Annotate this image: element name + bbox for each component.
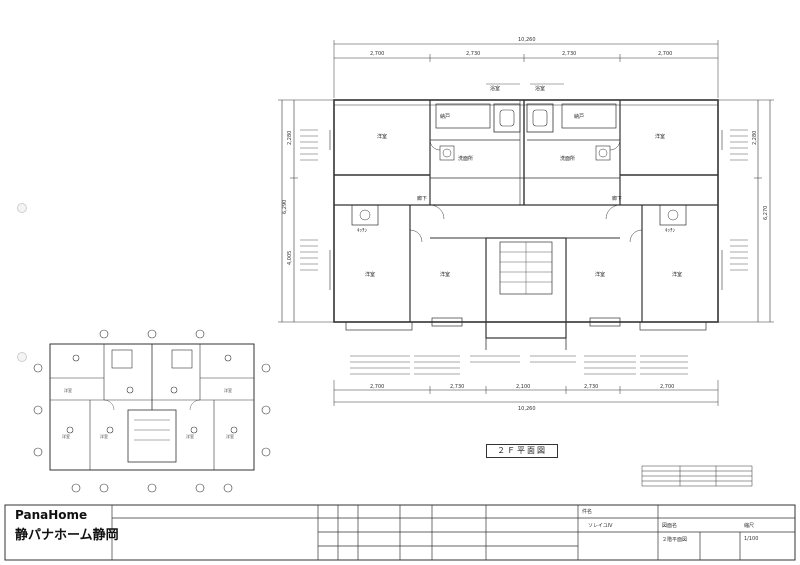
room-washroom-r: 洗面所 xyxy=(560,155,575,162)
dim-right-total: 6,270 xyxy=(763,206,769,220)
dim-left-lower: 4,005 xyxy=(287,251,293,265)
dim-bottom-seg-4: 2,730 xyxy=(584,384,598,390)
dim-right-upper: 2,280 xyxy=(752,131,758,145)
dim-top-seg-3: 2,730 xyxy=(562,51,576,57)
legend-table xyxy=(641,465,753,487)
dim-total-bottom: 10,260 xyxy=(518,406,536,412)
key-room-sw: 洋室 xyxy=(62,433,70,439)
title-cell-drawing-label: 図面名 xyxy=(662,523,678,529)
dim-top-seg-4: 2,700 xyxy=(658,51,672,57)
sheet-title: ２Ｆ平面図 xyxy=(486,444,558,458)
room-closet-r: 納戸 xyxy=(574,113,584,120)
annotation-blocks xyxy=(300,83,748,375)
dim-bottom-seg-1: 2,700 xyxy=(370,384,384,390)
main-floor-plan xyxy=(278,40,774,406)
room-western-center-r: 洋室 xyxy=(595,271,605,278)
room-corridor-r: 廊下 xyxy=(612,195,622,202)
title-cell-project-label: 件名 xyxy=(582,509,593,515)
title-block-frame xyxy=(4,504,796,561)
room-closet-l: 納戸 xyxy=(440,113,450,120)
title-cell-scale-label: 縮尺 xyxy=(744,523,755,529)
title-cell-drawing-value: ２階平面図 xyxy=(662,537,688,543)
dim-total-top: 10,260 xyxy=(518,37,536,43)
punch-hole-bottom xyxy=(17,352,27,362)
dim-left-upper: 2,280 xyxy=(287,131,293,145)
key-room-ne: 洋室 xyxy=(224,387,232,393)
dim-top-seg-2: 2,730 xyxy=(466,51,480,57)
room-western-sw: 洋室 xyxy=(365,271,375,278)
key-room-se: 洋室 xyxy=(226,433,234,439)
dim-left-total: 6,290 xyxy=(282,200,288,214)
dim-bottom-seg-5: 2,700 xyxy=(660,384,674,390)
main-plan-labels: 10,260 2,700 2,730 2,730 2,700 2,700 2,7… xyxy=(282,37,769,412)
key-room-nw: 洋室 xyxy=(64,387,72,393)
panahome-logo: PanaHome xyxy=(15,508,88,522)
room-corridor-l: 廊下 xyxy=(417,195,427,202)
dim-bottom-seg-2: 2,730 xyxy=(450,384,464,390)
company-name: 静パナホーム静岡 xyxy=(15,528,119,543)
punch-hole-top xyxy=(17,203,27,213)
dim-bottom-seg-3: 2,100 xyxy=(516,384,530,390)
key-room-sc-l: 洋室 xyxy=(100,433,108,439)
room-kitchen-l: ｷｯﾁﾝ xyxy=(357,228,368,234)
room-bath-l: 浴室 xyxy=(490,85,500,92)
dim-top-seg-1: 2,700 xyxy=(370,51,384,57)
title-cell-scale-value: 1/100 xyxy=(744,536,759,542)
room-western-center-l: 洋室 xyxy=(440,271,450,278)
key-room-sc-r: 洋室 xyxy=(186,433,194,439)
key-plan-labels: 洋室 洋室 洋室 洋室 洋室 洋室 xyxy=(62,387,234,439)
room-bath-r: 浴室 xyxy=(535,85,545,92)
room-washroom-l: 洗面所 xyxy=(458,155,473,162)
title-cell-project-value: ソレイユⅣ xyxy=(588,523,613,529)
room-kitchen-r: ｷｯﾁﾝ xyxy=(665,228,676,234)
room-western-nw: 洋室 xyxy=(377,133,387,140)
room-western-ne: 洋室 xyxy=(655,133,665,140)
key-plan xyxy=(33,329,271,493)
room-western-se: 洋室 xyxy=(672,271,682,278)
